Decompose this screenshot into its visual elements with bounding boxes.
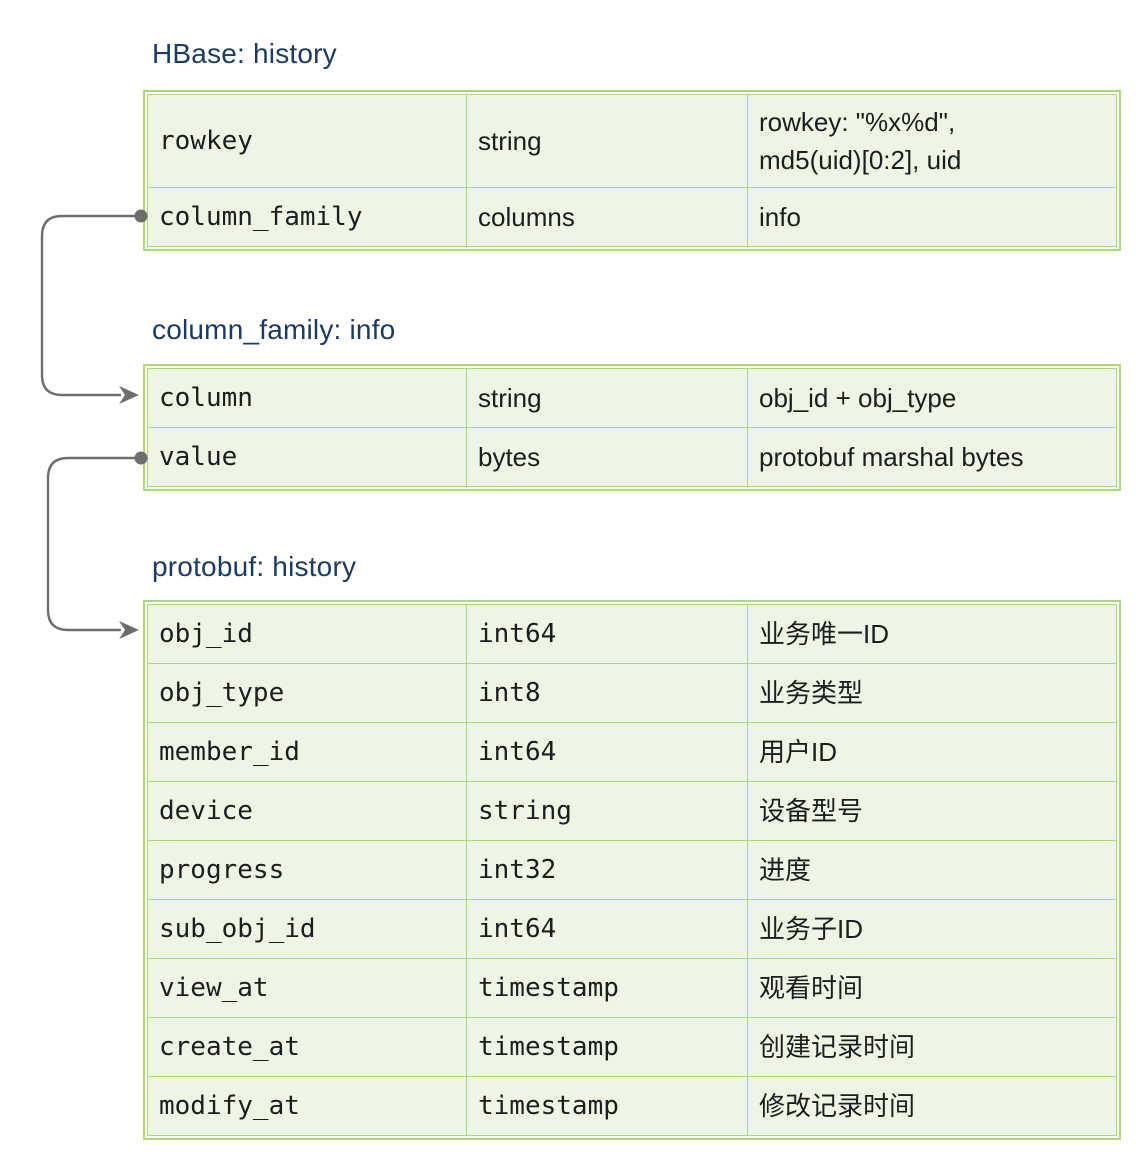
field-name-cell: sub_obj_id bbox=[147, 899, 467, 959]
field-type-cell: string bbox=[466, 781, 748, 841]
field-desc-cell: 观看时间 bbox=[747, 958, 1117, 1018]
field-desc-cell: rowkey: "%x%d", md5(uid)[0:2], uid bbox=[747, 94, 1117, 188]
field-desc-cell: 修改记录时间 bbox=[747, 1076, 1117, 1136]
table-title-column-family-info: column_family: info bbox=[152, 314, 396, 345]
field-desc-cell: 用户ID bbox=[747, 722, 1117, 782]
field-desc-cell: obj_id + obj_type bbox=[747, 368, 1117, 428]
field-desc-cell: 业务类型 bbox=[747, 663, 1117, 723]
field-desc-cell: 业务唯一ID bbox=[747, 604, 1117, 664]
connector-arrowhead-icon bbox=[119, 386, 139, 404]
table-title-hbase-history: HBase: history bbox=[152, 38, 337, 69]
field-type-cell: timestamp bbox=[466, 958, 748, 1018]
connector-value-to-obj-id bbox=[46, 451, 148, 639]
field-type-cell: int8 bbox=[466, 663, 748, 723]
field-name-cell: create_at bbox=[147, 1017, 467, 1077]
field-type-cell: timestamp bbox=[466, 1076, 748, 1136]
field-type-cell: int64 bbox=[466, 604, 748, 664]
field-desc-cell: info bbox=[747, 187, 1117, 247]
field-type-cell: int64 bbox=[466, 899, 748, 959]
field-desc-cell: 业务子ID bbox=[747, 899, 1117, 959]
field-name-cell: obj_id bbox=[147, 604, 467, 664]
table-title-protobuf-history: protobuf: history bbox=[152, 551, 357, 582]
field-name-cell: column_family bbox=[147, 187, 467, 247]
field-type-cell: columns bbox=[466, 187, 748, 247]
field-desc-cell: protobuf marshal bytes bbox=[747, 427, 1117, 487]
connector-column-family-to-column bbox=[40, 209, 148, 404]
connector-arrowhead-icon bbox=[119, 621, 139, 639]
field-name-cell: device bbox=[147, 781, 467, 841]
field-type-cell: string bbox=[466, 368, 748, 428]
field-name-cell: modify_at bbox=[147, 1076, 467, 1136]
field-type-cell: bytes bbox=[466, 427, 748, 487]
field-name-cell: progress bbox=[147, 840, 467, 900]
field-name-cell: column bbox=[147, 368, 467, 428]
field-name-cell: value bbox=[147, 427, 467, 487]
field-type-cell: timestamp bbox=[466, 1017, 748, 1077]
field-type-cell: int64 bbox=[466, 722, 748, 782]
field-type-cell: string bbox=[466, 94, 748, 188]
field-desc-cell: 进度 bbox=[747, 840, 1117, 900]
field-name-cell: view_at bbox=[147, 958, 467, 1018]
field-name-cell: member_id bbox=[147, 722, 467, 782]
field-desc-cell: 设备型号 bbox=[747, 781, 1117, 841]
field-name-cell: rowkey bbox=[147, 94, 467, 188]
field-type-cell: int32 bbox=[466, 840, 748, 900]
field-name-cell: obj_type bbox=[147, 663, 467, 723]
field-desc-cell: 创建记录时间 bbox=[747, 1017, 1117, 1077]
